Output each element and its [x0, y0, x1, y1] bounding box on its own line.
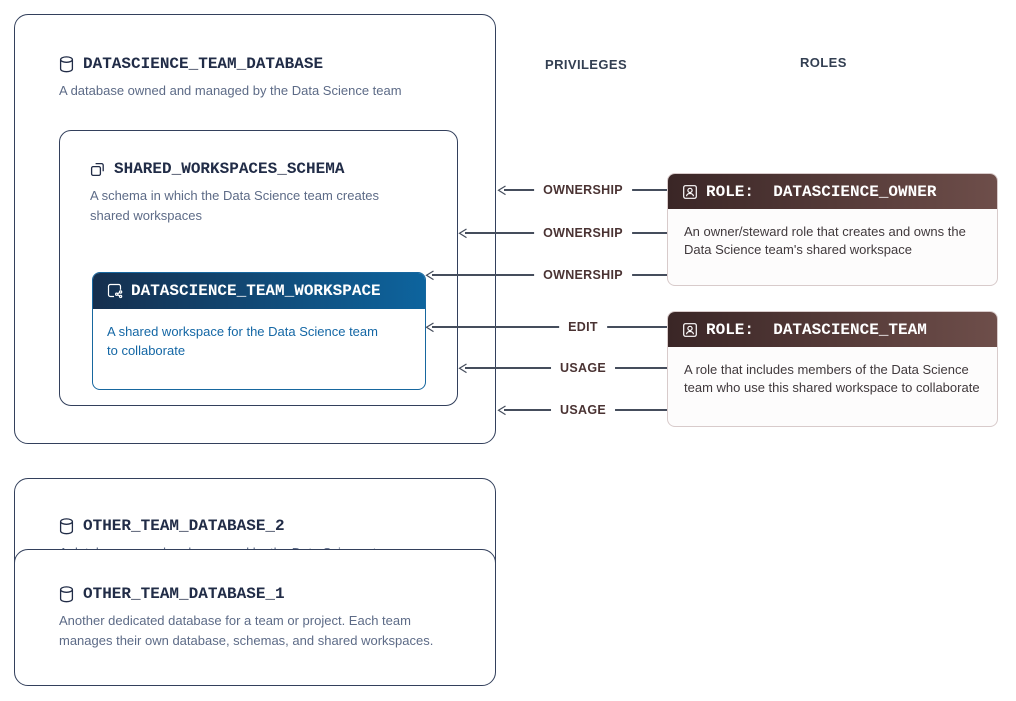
workspace-card-header: DATASCIENCE_TEAM_WORKSPACE	[93, 273, 425, 309]
arrow-left-icon	[425, 269, 435, 287]
privilege-arrow-ownership-schema: OWNERSHIP	[458, 225, 668, 241]
workspace-card-title: DATASCIENCE_TEAM_WORKSPACE	[131, 282, 381, 300]
schema-card-title: SHARED_WORKSPACES_SCHEMA	[114, 160, 345, 178]
privilege-label: OWNERSHIP	[534, 268, 632, 282]
role-badge-icon	[682, 184, 698, 200]
database-icon	[59, 55, 74, 73]
role-card-owner-header: ROLE: DATASCIENCE_OWNER	[668, 174, 997, 209]
arrow-left-icon	[497, 404, 507, 422]
arrow-line	[432, 326, 668, 328]
privilege-arrow-usage-database: USAGE	[497, 402, 668, 418]
privilege-arrow-usage-schema: USAGE	[458, 360, 668, 376]
other-database-1-card: OTHER_TEAM_DATABASE_1 Another dedicated …	[14, 549, 496, 686]
database-icon	[59, 517, 74, 535]
role-card-owner: ROLE: DATASCIENCE_OWNER An owner/steward…	[667, 173, 998, 286]
workspace-card: DATASCIENCE_TEAM_WORKSPACE A shared work…	[92, 272, 426, 390]
privileges-column-header: PRIVILEGES	[545, 57, 628, 72]
privilege-label: EDIT	[559, 320, 607, 334]
role-card-team-header: ROLE: DATASCIENCE_TEAM	[668, 312, 997, 347]
other-database-1-description: Another dedicated database for a team or…	[59, 613, 434, 649]
schema-card-title-row: SHARED_WORKSPACES_SCHEMA	[90, 160, 439, 178]
other-database-1-title: OTHER_TEAM_DATABASE_1	[83, 585, 285, 603]
role-card-team-title: ROLE: DATASCIENCE_TEAM	[706, 320, 927, 339]
arrow-left-icon	[425, 321, 435, 339]
database-card-title-row: DATASCIENCE_TEAM_DATABASE	[59, 55, 473, 73]
workspace-icon	[107, 283, 123, 299]
other-database-1-title-row: OTHER_TEAM_DATABASE_1	[59, 585, 473, 603]
arrow-left-icon	[458, 362, 468, 380]
privilege-label: OWNERSHIP	[534, 226, 632, 240]
role-card-owner-title: ROLE: DATASCIENCE_OWNER	[706, 182, 937, 201]
other-database-2-title-row: OTHER_TEAM_DATABASE_2	[59, 517, 473, 535]
database-card: DATASCIENCE_TEAM_DATABASE A database own…	[14, 14, 496, 444]
schema-card-description: A schema in which the Data Science team …	[90, 188, 380, 224]
role-badge-icon	[682, 322, 698, 338]
privilege-arrow-ownership-database: OWNERSHIP	[497, 182, 668, 198]
database-card-title: DATASCIENCE_TEAM_DATABASE	[83, 55, 324, 73]
role-card-team-description: A role that includes members of the Data…	[684, 362, 980, 396]
privilege-label: USAGE	[551, 403, 615, 417]
arrow-left-icon	[458, 227, 468, 245]
privilege-arrow-edit-workspace: EDIT	[425, 319, 668, 335]
privilege-label: USAGE	[551, 361, 615, 375]
role-card-team: ROLE: DATASCIENCE_TEAM A role that inclu…	[667, 311, 998, 427]
privilege-label: OWNERSHIP	[534, 183, 632, 197]
arrow-left-icon	[497, 184, 507, 202]
workspace-card-description: A shared workspace for the Data Science …	[107, 324, 378, 358]
schema-icon	[90, 162, 105, 177]
roles-column-header: ROLES	[800, 55, 847, 70]
schema-card: SHARED_WORKSPACES_SCHEMA A schema in whi…	[59, 130, 458, 406]
database-icon	[59, 585, 74, 603]
role-card-owner-description: An owner/steward role that creates and o…	[684, 224, 966, 258]
privilege-arrow-ownership-workspace: OWNERSHIP	[425, 267, 668, 283]
database-card-description: A database owned and managed by the Data…	[59, 83, 402, 98]
other-database-2-title: OTHER_TEAM_DATABASE_2	[83, 517, 285, 535]
